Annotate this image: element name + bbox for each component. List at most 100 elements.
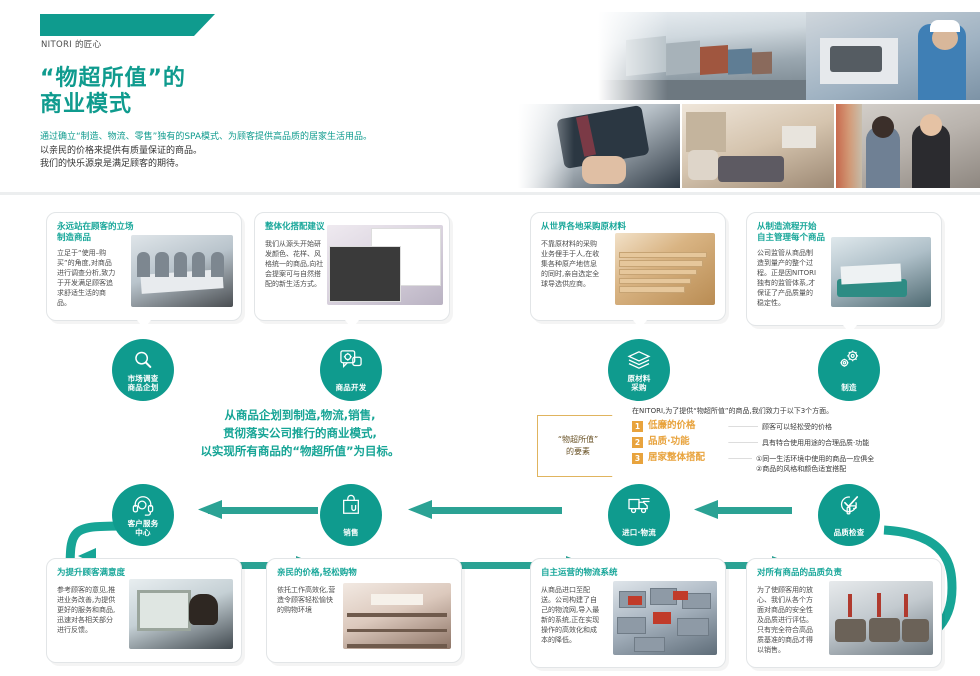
card-sales[interactable]: 亲民的价格,轻松购物 依托工作高效化,营造令顾客轻松愉快的购物环境 <box>266 558 462 663</box>
customer-service-photo <box>836 104 980 188</box>
value-item-1-number: 1 <box>632 421 643 432</box>
card-raw-material-body: 不靠原材料的采购业务俚手于人,在收集各种原产地信息的同时,亲自选定全球导选供应商… <box>541 240 600 288</box>
value-list-heading: 在NITORI,为了提供“物超所值”的商品,我们致力于以下3个方面。 <box>632 407 834 415</box>
card-product-development[interactable]: 整体化搭配建议 我们从源头开始研发颜色、花样、风格统一的商品,向社会提案可与自然… <box>254 212 450 321</box>
node-manufacturing[interactable]: 制造 <box>818 339 880 401</box>
card-market-research-title: 永远站在顾客的立场 制造商品 <box>57 222 134 243</box>
page-title: “物超所值”的 商业模式 <box>40 66 186 118</box>
value-item-2-number: 2 <box>632 437 643 448</box>
value-item-1-dashes: ————— <box>728 422 758 430</box>
warehouse-sorting-photo <box>613 581 717 655</box>
card-logistics-tail <box>632 548 648 559</box>
business-model-diagram: 市场调查商品企划 商品开发 <box>0 196 980 676</box>
card-manufacturing-title: 从制造流程开始 自主管理每个商品 <box>757 222 826 243</box>
container-trucks-photo <box>598 12 808 100</box>
hero-photo-collage <box>518 0 980 190</box>
hero-divider <box>0 192 980 195</box>
card-manufacturing-body: 公司监管从商品制造到量产的整个过程。正是因NITORI独有的监管体系,才保证了产… <box>757 249 817 307</box>
card-raw-material[interactable]: 从世界各地采购原材料 不靠原材料的采购业务俚手于人,在收集各种原产地信息的同时,… <box>530 212 726 321</box>
brand-tab-shape <box>40 14 215 36</box>
center-message-line1: 从商品企划到制造,物流,销售, <box>224 408 376 422</box>
factory-worker-photo <box>806 12 980 100</box>
card-logistics-body: 从商品进口至配送。公司构建了自己的物流网,导入最新的系统,正在实现操作的高效化和… <box>541 586 600 644</box>
value-elements-callout: “物超所值” 的要素 <box>537 415 633 477</box>
node-import-logistics[interactable]: 进口·物流 <box>608 484 670 546</box>
value-item-2-dashes: ————— <box>728 438 758 446</box>
node-raw-material-label: 原材料采购 <box>627 374 651 392</box>
value-elements-list: 在NITORI,为了提供“物超所值”的商品,我们致力于以下3个方面。 1 低廉的… <box>632 406 962 478</box>
magnifier-icon <box>112 348 174 372</box>
card-market-research-body: 立足于“使用–购买”的角度,对商品进行调查分析,致力于开发满足顾客追求舒适生活的… <box>57 249 116 307</box>
hands-assembly-photo <box>518 104 680 188</box>
card-product-development-body: 我们从源头开始研发颜色、花样、风格统一的商品,向社会提案可与自然搭配的新生活方式… <box>265 240 324 288</box>
sofa-testing-photo <box>829 581 933 655</box>
hero-lead-line2: 以亲民的价格来提供有质量保证的商品。 <box>40 145 203 156</box>
card-sales-title: 亲民的价格,轻松购物 <box>277 568 357 578</box>
value-item-2: 2 品质·功能 ————— 具有特合使用用途的合理品质·功能 <box>632 436 962 448</box>
card-raw-material-title: 从世界各地采购原材料 <box>541 222 627 232</box>
value-elements-callout-text: “物超所值” 的要素 <box>557 435 599 456</box>
card-raw-material-tail <box>632 320 648 331</box>
card-quality-body: 为了使顾客用的放心、我们从各个方面对商品的安全性及品质进行评估。只有完全符合高品… <box>757 586 813 654</box>
card-manufacturing-tail <box>842 325 858 336</box>
card-customer-service-body: 参考顾客的意见,推进业务改善,为提供更好的服务和商品,迅速对各相关部分进行反馈。 <box>57 586 116 634</box>
value-item-3-dashes: ———— <box>728 454 752 462</box>
node-sales-label: 销售 <box>343 528 359 537</box>
hero-header: NITORI 的匠心 “物超所值”的 商业模式 通过确立“制造、物流、零售”独有… <box>0 0 980 196</box>
headset-icon <box>112 493 174 517</box>
card-quality-title: 对所有商品的品质负责 <box>757 568 843 578</box>
node-market-research-label: 市场调查商品企划 <box>127 374 159 392</box>
value-item-1: 1 低廉的价格 ————— 顾客可以轻松受的价格 <box>632 420 962 432</box>
showroom-interior-photo <box>682 104 834 188</box>
card-customer-service-title: 为提升顾客满意度 <box>57 568 126 578</box>
card-logistics[interactable]: 自主运营的物流系统 从商品进口至配送。公司构建了自己的物流网,导入最新的系统,正… <box>530 558 726 668</box>
value-item-3-number: 3 <box>632 453 643 464</box>
card-manufacturing[interactable]: 从制造流程开始 自主管理每个商品 公司监管从商品制造到量产的整个过程。正是因NI… <box>746 212 942 326</box>
value-item-3-desc: ①同一生活环境中使用的商品一应俱全 ②商品的风格和颜色适宜搭配 <box>756 455 875 473</box>
node-market-research[interactable]: 市场调查商品企划 <box>112 339 174 401</box>
card-quality[interactable]: 对所有商品的品质负责 为了使顾客用的放心、我们从各个方面对商品的安全性及品质进行… <box>746 558 942 668</box>
hero-lead-line3: 我们的快乐源泉是满足顾客的期待。 <box>40 159 185 169</box>
page-title-line1: “物超所值”的 <box>40 66 186 91</box>
node-sales[interactable]: 销售 <box>320 484 382 546</box>
node-product-development[interactable]: 商品开发 <box>320 339 382 401</box>
card-sales-body: 依托工作高效化,营造令顾客轻松愉快的购物环境 <box>277 586 336 614</box>
card-quality-tail <box>842 548 858 559</box>
catalog-layout-photo <box>327 225 443 305</box>
hero-lead: 通过确立“制造、物流、零售”独有的SPA模式、为顾客提供高品质的居家生活用品。 … <box>40 131 372 172</box>
gear-chat-icon <box>320 348 382 372</box>
node-customer-service-label: 客户服务中心 <box>127 519 159 537</box>
node-manufacturing-label: 制造 <box>841 383 857 392</box>
card-market-research[interactable]: 永远站在顾客的立场 制造商品 立足于“使用–购买”的角度,对商品进行调查分析,致… <box>46 212 242 321</box>
gears-icon <box>818 348 880 372</box>
card-product-development-title: 整体化搭配建议 <box>265 222 325 232</box>
value-item-1-label: 低廉的价格 <box>648 420 696 431</box>
center-message-line3: 以实现所有商品的“物超所值”为目标。 <box>200 444 400 458</box>
node-quality-check[interactable]: 品质检查 <box>818 484 880 546</box>
card-customer-service-tail <box>136 548 152 559</box>
value-item-1-desc: 顾客可以轻松受的价格 <box>762 423 832 431</box>
card-sales-tail <box>344 548 360 559</box>
node-quality-check-label: 品质检查 <box>833 528 865 537</box>
value-item-3: 3 居家整体搭配 ———— ①同一生活环境中使用的商品一应俱全 ②商品的风格和颜… <box>632 452 962 474</box>
lumber-stack-photo <box>615 233 715 305</box>
factory-line-photo <box>831 237 931 307</box>
value-item-2-label: 品质·功能 <box>648 436 690 447</box>
node-customer-service[interactable]: 客户服务中心 <box>112 484 174 546</box>
value-item-2-desc: 具有特合使用用途的合理品质·功能 <box>762 439 870 447</box>
card-logistics-title: 自主运营的物流系统 <box>541 568 618 578</box>
card-product-development-tail <box>344 320 360 331</box>
card-market-research-tail <box>136 320 152 331</box>
card-customer-service[interactable]: 为提升顾客满意度 参考顾客的意见,推进业务改善,为提供更好的服务和商品,迅速对各… <box>46 558 242 663</box>
nitori-store-photo <box>343 583 451 649</box>
hero-kicker: NITORI 的匠心 <box>41 40 102 50</box>
call-center-photo <box>129 579 233 649</box>
node-product-development-label: 商品开发 <box>335 383 367 392</box>
shopping-bag-icon <box>320 493 382 517</box>
node-import-logistics-label: 进口·物流 <box>622 528 656 537</box>
layers-icon <box>608 348 670 372</box>
node-raw-material[interactable]: 原材料采购 <box>608 339 670 401</box>
truck-icon <box>608 493 670 517</box>
center-message: 从商品企划到制造,物流,销售, 贯彻落实公司推行的商业模式, 以实现所有商品的“… <box>140 406 460 460</box>
